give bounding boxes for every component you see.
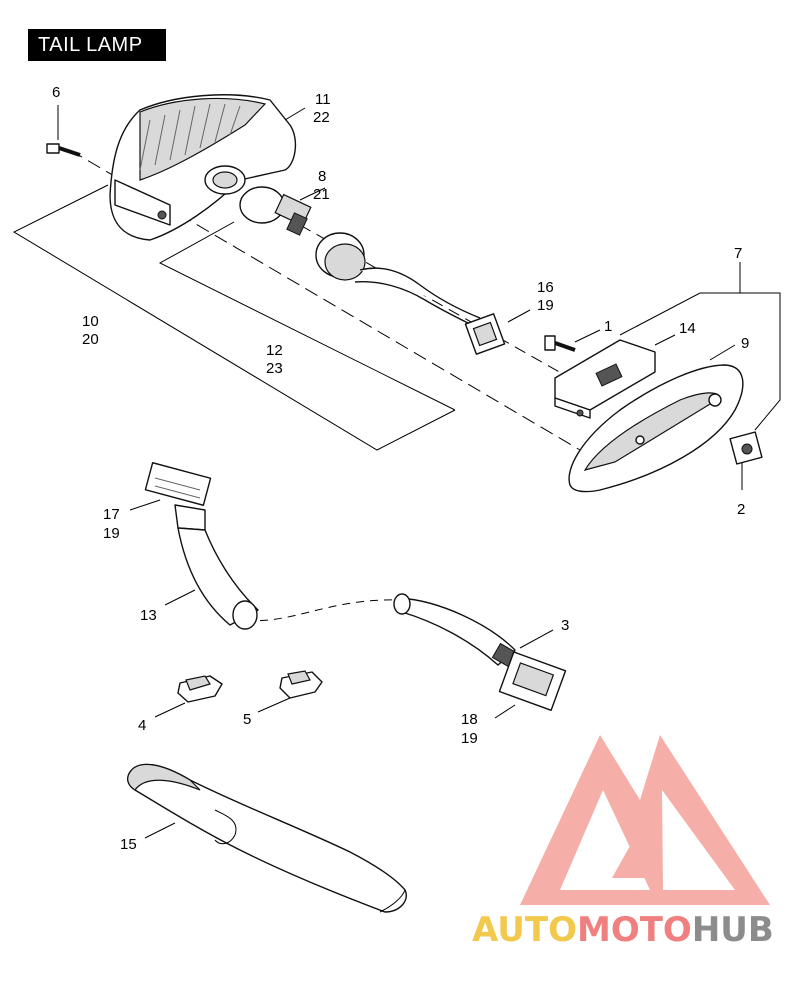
callout-labels: 6 11 22 8 21 7 16 19 1 14 9 10 20 12 23 …	[52, 84, 749, 853]
part-lamp-housing-11	[109, 94, 306, 241]
part-bracket-14	[554, 334, 676, 419]
diagram-title: TAIL LAMP	[28, 29, 166, 61]
callout-22: 22	[313, 109, 330, 126]
callout-14: 14	[679, 320, 696, 337]
bracket-group-12-23	[158, 221, 456, 411]
watermark-auto: AUTO	[472, 910, 577, 950]
part-lens-9	[568, 344, 744, 493]
part-harness-13	[164, 527, 259, 630]
callout-7: 7	[734, 245, 742, 262]
assembly-centerline-upper	[69, 149, 581, 451]
watermark-hub: HUB	[692, 910, 774, 950]
watermark-moto: MOTO	[577, 910, 692, 950]
callout-20: 20	[82, 331, 99, 348]
callout-12: 12	[266, 342, 283, 359]
callout-19-lower: 19	[461, 730, 478, 747]
callout-2: 2	[737, 501, 745, 518]
callout-17: 17	[103, 506, 120, 523]
callout-3: 3	[561, 617, 569, 634]
callout-21: 21	[313, 186, 330, 203]
part-harness-connector-17	[129, 462, 212, 531]
callout-13: 13	[140, 607, 157, 624]
callout-23: 23	[266, 360, 283, 377]
callout-18: 18	[461, 711, 478, 728]
callout-19-middle: 19	[103, 525, 120, 542]
part-socket-harness-16	[315, 232, 531, 355]
callout-6: 6	[52, 84, 60, 101]
callout-16: 16	[537, 279, 554, 296]
bracket-group-10-20	[12, 184, 456, 451]
part-harness-connector-18	[393, 593, 567, 719]
part-trim-strip-15	[127, 763, 407, 913]
automotohub-watermark-text: AUTOMOTOHUB	[472, 910, 774, 950]
part-clip-4	[154, 675, 223, 718]
part-clip-5	[257, 670, 323, 713]
callout-1: 1	[604, 318, 612, 335]
bracket-group-7	[619, 292, 781, 431]
part-screw-1	[544, 329, 601, 352]
callout-10: 10	[82, 313, 99, 330]
callout-5: 5	[243, 711, 251, 728]
part-bulb-8	[239, 186, 326, 236]
callout-9: 9	[741, 335, 749, 352]
callout-19-upper: 19	[537, 297, 554, 314]
svg-text:AUTOMOTOHUB: AUTOMOTOHUB	[472, 910, 774, 950]
harness-continuation-line	[245, 599, 399, 622]
callout-4: 4	[138, 717, 146, 734]
automotohub-logo	[520, 735, 770, 905]
part-screw-6	[46, 105, 81, 157]
callout-11: 11	[315, 91, 331, 108]
callout-15: 15	[120, 836, 137, 853]
part-nut-2	[729, 431, 763, 490]
callout-8: 8	[318, 168, 326, 185]
